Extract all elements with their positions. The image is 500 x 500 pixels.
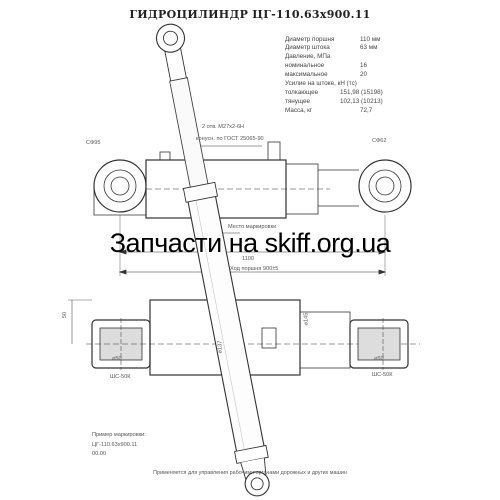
spec-label: Усилие на штоке, кН (тс) — [285, 80, 357, 87]
spec-value: 110 мм — [360, 36, 381, 43]
ports-note: 2 отв. М27х2-6Н — [202, 124, 245, 130]
marking-example-heading: Пример маркировки: — [92, 432, 146, 438]
spec-value: 102,13 (10213) — [340, 98, 383, 105]
spec-label: тянущее — [285, 98, 311, 105]
marking-example-line2: 00.00 — [92, 451, 106, 457]
marking-place-label: Место маркировки — [228, 224, 277, 230]
spec-label: Диаметр штока — [285, 44, 330, 51]
barrel-diameter: ⌀137 — [217, 340, 224, 354]
drawing-title: ГИДРОЦИЛИНДР ЦГ-110.63х900.11 — [129, 8, 371, 21]
dimension-50: 50 — [62, 311, 69, 319]
spec-value: 63 мм — [360, 44, 378, 51]
ports-standard-note: конусн. по ГОСТ 25065-90 — [196, 136, 264, 142]
watermark-text: Запчасти на skiff.org.ua — [109, 228, 391, 258]
spec-value: 20 — [360, 71, 368, 78]
spec-value: 151,98 (15198) — [340, 89, 383, 96]
right-bore-diameter: ⌀50 — [374, 356, 384, 362]
left-bore-diameter: ⌀50 — [112, 356, 122, 362]
spec-label: максимальное — [285, 71, 328, 78]
top-view — [93, 141, 412, 276]
spec-label: Диаметр поршня — [285, 36, 335, 43]
spec-value: 72,7 — [360, 107, 373, 114]
right-bearing-label: ШС-50К — [372, 372, 393, 378]
usage-footer: Применяется для управления рабочими орга… — [153, 470, 347, 476]
dimension-1100: 1100 — [242, 256, 255, 262]
head-diameter: ⌀145 — [303, 312, 310, 326]
marking-example-line1: ЦГ-110.63х900.11 — [92, 442, 138, 448]
stroke-dimension: Ход поршня 900±5 — [230, 266, 279, 272]
left-bearing-label: ШС-50К — [110, 374, 131, 380]
left-radius-label: СФ95 — [86, 140, 101, 146]
spec-label: Давление, МПа — [285, 53, 331, 60]
bottom-view — [68, 299, 420, 376]
spec-label: Масса, кг — [285, 107, 313, 114]
spec-label: номинальное — [285, 62, 325, 69]
diagonal-cylinder — [155, 23, 270, 497]
right-radius-label: СФ62 — [372, 138, 387, 144]
spec-value: 16 — [360, 62, 368, 69]
spec-label: толкающее — [285, 89, 319, 96]
